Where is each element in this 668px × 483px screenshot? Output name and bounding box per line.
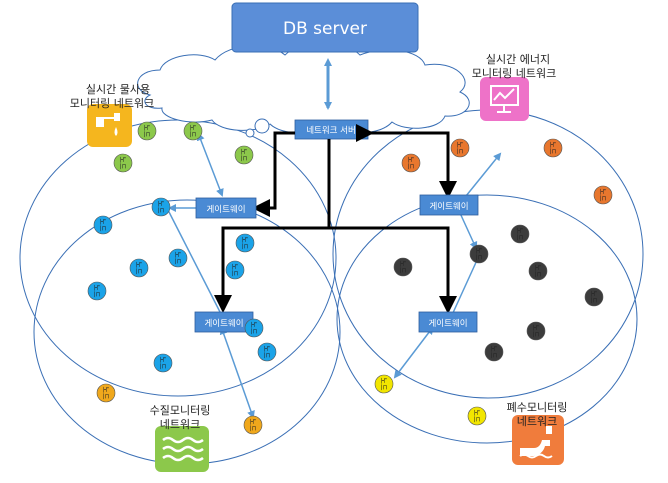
- waste-network-boundary: [336, 194, 638, 444]
- backbone-to-gw-bottom-left: [214, 226, 329, 313]
- sensor-node-label: 노드: [119, 157, 127, 170]
- sensor-node-label: 노드: [99, 219, 107, 232]
- sensor-node[interactable]: 노드: [467, 406, 487, 426]
- quality-network-label-line1: 수질모니터링: [150, 404, 211, 417]
- backbone-to-gw-top-left: [252, 131, 295, 217]
- sensor-node-label: 노드: [534, 265, 542, 278]
- waste-network-label-line1: 폐수모니터링: [507, 401, 568, 414]
- sensor-node[interactable]: 노드: [393, 257, 413, 277]
- sensor-node-label: 노드: [143, 125, 151, 138]
- sensor-node-label: 노드: [456, 142, 464, 155]
- sensor-node[interactable]: 노드: [153, 353, 173, 373]
- sensor-node-label: 노드: [549, 142, 557, 155]
- cloud-shape: [137, 43, 470, 138]
- sensor-node[interactable]: 노드: [168, 248, 188, 268]
- backbone-to-gw-bottom-right: [329, 226, 457, 314]
- sensor-node-label: 노드: [93, 285, 101, 298]
- gateway[interactable]: 게이트웨이: [194, 311, 254, 333]
- sensor-node[interactable]: 노드: [469, 244, 489, 264]
- backbone-to-gw-top-right: [356, 124, 457, 199]
- water-network-label-line1: 실시간 물사용: [86, 83, 150, 96]
- sensor-node[interactable]: 노드: [243, 415, 263, 435]
- energy-network-label-line1: 실시간 에너지: [486, 53, 550, 66]
- sensor-node-label: 노드: [159, 357, 167, 370]
- gateway-label: 게이트웨이: [428, 318, 467, 329]
- sensor-node[interactable]: 노드: [374, 374, 394, 394]
- sensor-node[interactable]: 노드: [484, 342, 504, 362]
- gateway-label: 게이트웨이: [204, 318, 243, 329]
- sensor-node-label: 노드: [263, 346, 271, 359]
- sensor-node[interactable]: 노드: [235, 233, 255, 253]
- sensor-node-label: 노드: [516, 228, 524, 241]
- sensor-node-label: 노드: [490, 346, 498, 359]
- sensor-node[interactable]: 노드: [137, 121, 157, 141]
- gateway[interactable]: 게이트웨이: [418, 311, 478, 333]
- db-server-label: DB server: [283, 19, 367, 39]
- sensor-node-label: 노드: [240, 149, 248, 162]
- sensor-node-label: 노드: [532, 325, 540, 338]
- sensor-node-label: 노드: [241, 237, 249, 250]
- sensor-node[interactable]: 노드: [151, 197, 171, 217]
- sensor-node[interactable]: 노드: [234, 145, 254, 165]
- sensor-node[interactable]: 노드: [87, 281, 107, 301]
- sensor-node[interactable]: 노드: [96, 383, 116, 403]
- network-server[interactable]: 네트워크 서버: [294, 119, 369, 140]
- db-server[interactable]: DB server: [231, 2, 419, 53]
- water-quality-network-icon: [155, 426, 209, 472]
- node-links: [167, 132, 502, 419]
- gateway[interactable]: 게이트웨이: [419, 194, 479, 216]
- sensor-node[interactable]: 노드: [543, 138, 563, 158]
- sensor-node[interactable]: 노드: [528, 261, 548, 281]
- sensor-node-label: 노드: [174, 252, 182, 265]
- sensor-node-label: 노드: [473, 410, 481, 423]
- quality-network-label-line2: 네트워크: [160, 418, 200, 431]
- sensor-node[interactable]: 노드: [225, 260, 245, 280]
- sensor-node[interactable]: 노드: [257, 342, 277, 362]
- sensor-node[interactable]: 노드: [113, 153, 133, 173]
- gateway[interactable]: 게이트웨이: [195, 197, 257, 219]
- sensor-node-label: 노드: [599, 189, 607, 202]
- network-server-label: 네트워크 서버: [306, 125, 356, 136]
- sensor-node[interactable]: 노드: [244, 318, 264, 338]
- sensor-node-label: 노드: [102, 387, 110, 400]
- gateway-label: 게이트웨이: [429, 201, 468, 212]
- sensor-node-label: 노드: [475, 248, 483, 261]
- waste-network-label-line2: 네트워크: [517, 415, 557, 428]
- sensor-node[interactable]: 노드: [584, 287, 604, 307]
- sensor-node-label: 노드: [189, 125, 197, 138]
- sensor-node-label: 노드: [250, 322, 258, 335]
- energy-network-icon: [480, 77, 529, 121]
- sensor-node-label: 노드: [590, 291, 598, 304]
- sensor-node[interactable]: 노드: [510, 224, 530, 244]
- sensor-node-label: 노드: [157, 201, 165, 214]
- sensor-node[interactable]: 노드: [526, 321, 546, 341]
- sensor-node[interactable]: 노드: [93, 215, 113, 235]
- sensor-node-label: 노드: [399, 261, 407, 274]
- water-network-label-line2: 모니터링 네트워크: [70, 97, 154, 110]
- sensor-node-label: 노드: [231, 264, 239, 277]
- sensor-node[interactable]: 노드: [129, 258, 149, 278]
- wastewater-network-icon: [512, 415, 564, 465]
- backbone-links: [214, 124, 457, 314]
- sensor-node[interactable]: 노드: [183, 121, 203, 141]
- sensor-node[interactable]: 노드: [593, 185, 613, 205]
- sensor-node-label: 노드: [135, 262, 143, 275]
- sensor-node[interactable]: 노드: [450, 138, 470, 158]
- gateway-label: 게이트웨이: [206, 204, 245, 215]
- sensor-node-label: 노드: [249, 419, 257, 432]
- sensor-node-label: 노드: [380, 378, 388, 391]
- sensor-node[interactable]: 노드: [401, 153, 421, 173]
- water-network-icon: [87, 104, 132, 147]
- sensor-node-label: 노드: [407, 157, 415, 170]
- energy-network-label-line2: 모니터링 네트워크: [472, 67, 556, 80]
